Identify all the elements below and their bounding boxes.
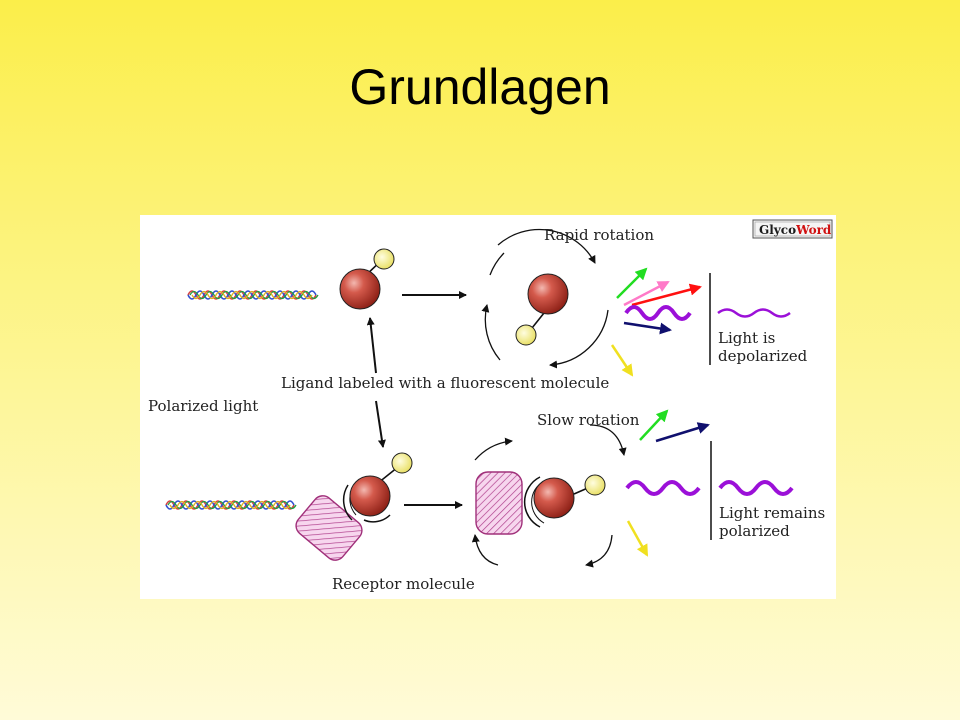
- emission-arrows-top: [610, 267, 702, 377]
- polarized-light-beam-bottom: [165, 500, 297, 510]
- wave-depolarized-right: [717, 308, 791, 318]
- label-slow-rotation: Slow rotation: [537, 411, 640, 429]
- svg-text:GlycoWord: GlycoWord: [759, 223, 832, 237]
- fluorescence-polarization-diagram: GlycoWord: [140, 215, 836, 599]
- arrow-down-to-complex: [375, 400, 386, 448]
- label-ligand: Ligand labeled with a fluorescent molecu…: [281, 374, 609, 392]
- label-polarized-line1: Light remains: [719, 504, 825, 522]
- label-polarized-line2: polarized: [719, 522, 790, 540]
- receptor-complex-left: [295, 452, 413, 561]
- free-ligand-top: [339, 248, 395, 310]
- label-polarized-light: Polarized light: [148, 397, 258, 415]
- logo-text-word: Word: [795, 223, 832, 237]
- wave-depolarized-left: [624, 305, 692, 321]
- label-rapid-rotation: Rapid rotation: [544, 226, 654, 244]
- receptor-complex-right: [475, 471, 606, 535]
- rotating-ligand: [515, 273, 569, 346]
- slow-rotation-arrows: [471, 424, 627, 568]
- label-depolarized-line2: depolarized: [718, 347, 808, 365]
- label-receptor: Receptor molecule: [332, 575, 475, 593]
- emission-arrows-bottom: [626, 409, 710, 557]
- slide-title: Grundlagen: [349, 59, 611, 115]
- glycoword-logo: GlycoWord: [752, 219, 833, 239]
- wave-polarized-left: [625, 480, 701, 496]
- wave-polarized-right: [718, 480, 794, 496]
- label-depolarized-line1: Light is: [718, 329, 775, 347]
- polarized-light-beam-top: [187, 290, 319, 300]
- rapid-rotation-arrows: [481, 228, 609, 369]
- arrow-up-to-ligand: [366, 317, 377, 374]
- logo-text-glyco: Glyco: [759, 223, 796, 237]
